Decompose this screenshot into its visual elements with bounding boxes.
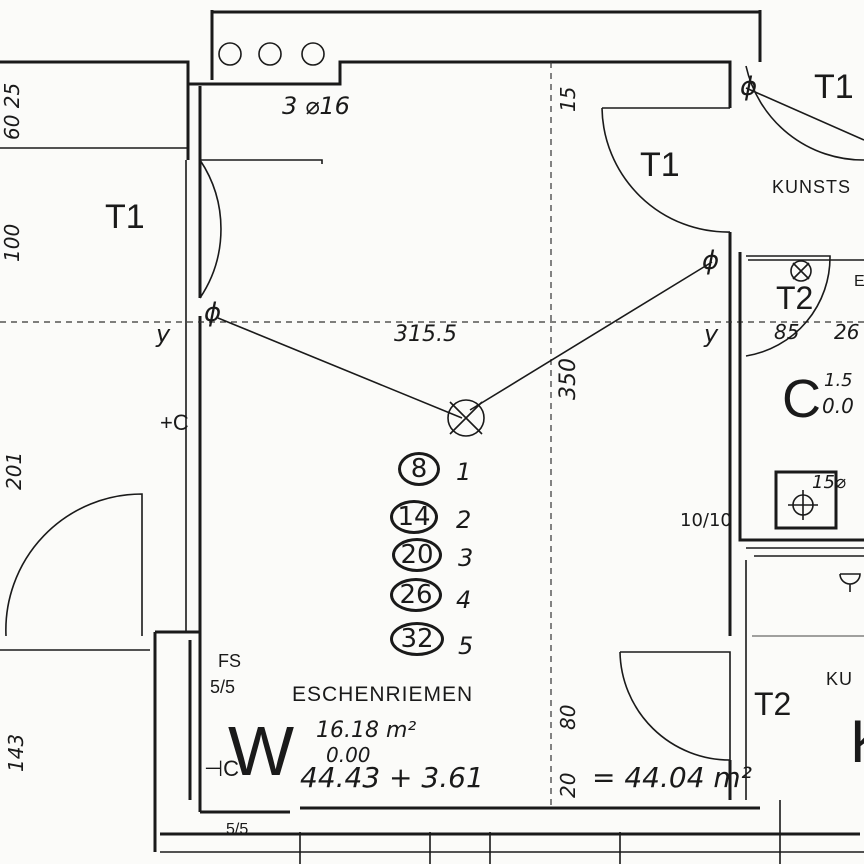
door-t1-top-swing — [745, 65, 864, 161]
legend-circled-value: 32 — [390, 622, 444, 656]
legend-index: 4 — [456, 586, 472, 614]
dimension-100: 100 — [0, 223, 24, 262]
door-label-t2-upper: T2 — [776, 280, 814, 316]
vent-circle-1 — [218, 42, 242, 66]
left-corridor — [0, 147, 188, 651]
adjacent-room-kunst-bottom: KU — [826, 669, 854, 689]
socket-bottom-icon: ⊣C — [204, 756, 240, 781]
top-wall-step — [188, 60, 732, 86]
main-room-bottom-wall — [160, 806, 860, 836]
vent-circle-3 — [301, 42, 325, 66]
fs-label: FS — [218, 651, 242, 671]
bottom-wall-hatch — [160, 800, 864, 864]
room-flooring: ESCHENRIEMEN — [292, 683, 474, 706]
adjacent-room-e-label: E — [854, 273, 864, 290]
dimension-15-small: 15⌀ — [812, 472, 846, 493]
wire-top-right — [745, 87, 864, 141]
door-label-t1-top: T1 — [814, 68, 854, 106]
dimension-20: 20 — [556, 772, 580, 798]
room-width-dimension: 315.5 — [394, 322, 457, 347]
circuit-note: 3 ⌀16 — [282, 92, 350, 120]
switch-left-icon: ɸ — [204, 298, 222, 328]
legend-circled-value: 26 — [390, 578, 442, 612]
door-label-t1-left: T1 — [105, 198, 145, 236]
room-code: W — [228, 712, 295, 790]
room-perimeter-sum: 44.43 + 3.61 — [300, 761, 484, 794]
washbasin-cross — [788, 490, 818, 520]
wire-right — [469, 261, 713, 411]
room-zero: 0.00 — [326, 743, 371, 767]
door-left-lower-swing — [5, 493, 143, 637]
top-wall-left — [0, 60, 190, 160]
dimension-201: 201 — [2, 451, 26, 490]
mark-y-right: y — [704, 320, 719, 348]
fs-value: 5/5 — [210, 677, 236, 697]
dimension-143: 143 — [4, 733, 28, 772]
dimension-85: 85 — [774, 320, 800, 344]
bottom-dimension: 5/5 — [226, 821, 249, 838]
dimension-15: 15 — [556, 86, 580, 112]
door-t2-lower-swing — [619, 651, 731, 761]
legend-circled-value: 14 — [390, 500, 438, 534]
dimension-10-10: 10/10 — [680, 510, 732, 531]
ceiling-light-small — [790, 260, 812, 282]
wire-left — [217, 317, 463, 419]
door-t1-right-swing — [601, 107, 731, 233]
washbasin — [774, 470, 838, 530]
room-c-inner — [745, 259, 864, 800]
legend-circled-value: 20 — [392, 538, 442, 572]
dimension-26: 26 — [834, 320, 860, 344]
adjacent-room-k: K — [850, 712, 864, 772]
room-depth-dimension: 350 — [556, 358, 581, 400]
fs-column — [153, 630, 200, 852]
dimension-80: 80 — [556, 704, 580, 730]
room-c-wall — [738, 252, 864, 542]
legend-index: 2 — [456, 506, 472, 534]
switch-right-icon: ɸ — [702, 246, 720, 276]
ceiling-light-small-cross — [792, 262, 810, 280]
legend-index: 5 — [458, 632, 474, 660]
ceiling-light-cross — [449, 401, 483, 435]
adjacent-room-c-area: 1.5 — [824, 370, 853, 391]
room-perimeter-total: = 44.04 m² — [592, 761, 752, 794]
door-label-t2-lower: T2 — [754, 686, 792, 722]
legend-index: 3 — [458, 544, 474, 572]
vent-circle-2 — [258, 42, 282, 66]
socket-left-icon: +C — [160, 410, 189, 435]
adjacent-room-c-zero: 0.0 — [822, 394, 854, 418]
door-t1-left-swing — [199, 159, 323, 299]
adjacent-room-kunst-top: KUNSTS — [772, 177, 852, 197]
mark-y-left: y — [156, 320, 171, 348]
tap-symbol — [839, 573, 861, 592]
switch-top-icon: ɸ — [740, 72, 758, 102]
adjacent-room-c: C — [782, 369, 821, 429]
ceiling-light-icon — [447, 399, 485, 437]
door-label-t1-right: T1 — [640, 146, 680, 184]
dimension-60-25: 60 25 — [0, 82, 24, 140]
top-chimney — [210, 10, 762, 80]
legend-index: 1 — [456, 458, 472, 486]
legend-circled-value: 8 — [398, 452, 440, 486]
room-area: 16.18 m² — [316, 718, 417, 743]
door-t2-upper-swing — [745, 255, 831, 357]
